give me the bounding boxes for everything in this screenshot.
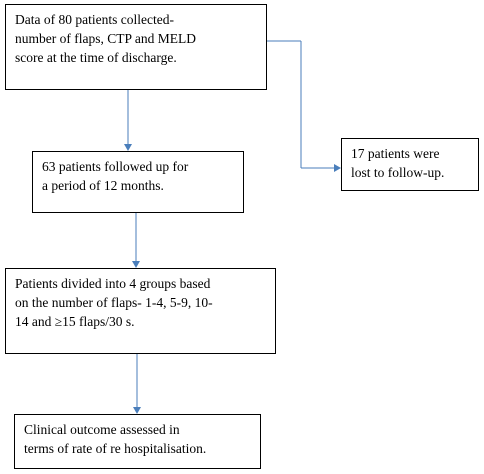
box-text-line: lost to follow-up. <box>351 165 445 180</box>
box-text-line: 14 and ≥15 flaps/30 s. <box>15 314 135 329</box>
arrowhead-grouping-to-outcome <box>133 407 141 414</box>
box-text-line: a period of 12 months. <box>42 178 164 193</box>
box-text-line: 17 patients were <box>351 146 440 161</box>
box-text-line: terms of rate of re hospitalisation. <box>24 441 207 456</box>
box-text-line: Clinical outcome assessed in <box>24 422 180 437</box>
box-text-line: number of flaps, CTP and MELD <box>15 31 196 46</box>
box-grouping: Patients divided into 4 groups based on … <box>5 268 276 354</box>
box-text-line: 63 patients followed up for <box>42 159 189 174</box>
box-text-line: score at the time of discharge. <box>15 50 177 65</box>
box-lost-to-follow-up: 17 patients were lost to follow-up. <box>341 138 479 191</box>
arrowhead-data-to-followed <box>124 144 132 151</box>
arrowhead-followed-to-grouping <box>132 261 140 268</box>
box-text-line: Data of 80 patients collected- <box>15 12 174 27</box>
box-text-line: on the number of flaps- 1-4, 5-9, 10- <box>15 295 213 310</box>
box-data-collection: Data of 80 patients collected- number of… <box>5 4 267 90</box>
box-outcome: Clinical outcome assessed in terms of ra… <box>14 414 261 469</box>
box-followed-up: 63 patients followed up for a period of … <box>32 151 244 213</box>
arrowhead-data-to-lost <box>334 164 341 172</box>
box-text-line: Patients divided into 4 groups based <box>15 276 211 291</box>
